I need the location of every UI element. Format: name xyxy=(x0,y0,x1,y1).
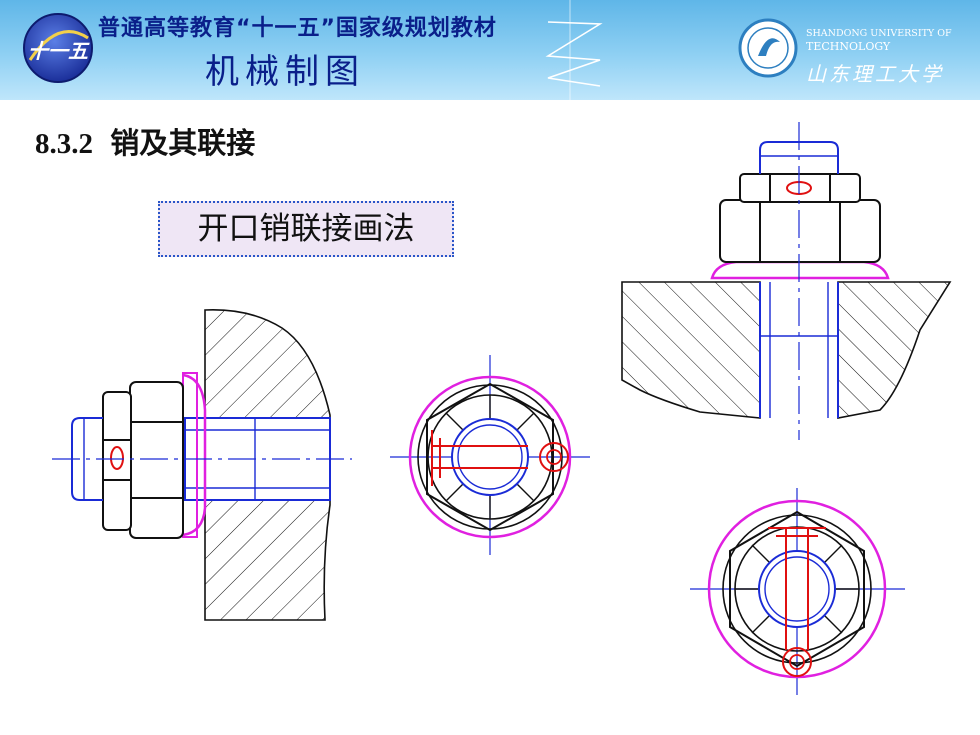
course-title: 机械制图 xyxy=(205,52,365,92)
series-title: 普通高等教育“十一五”国家级规划教材 xyxy=(98,16,497,41)
castle-nut-front xyxy=(719,173,881,263)
washer-circle xyxy=(408,375,572,539)
end-view-right xyxy=(690,488,905,695)
university-name-cn: 山东理工大学 xyxy=(806,62,944,86)
series-logo-icon: 十一五 xyxy=(23,13,93,83)
series-logo-text: 十一五 xyxy=(28,39,90,63)
front-section-view xyxy=(621,122,952,440)
cotter-pin-end-right xyxy=(768,527,826,650)
top-washer xyxy=(710,260,890,280)
plate-section-left xyxy=(621,281,761,419)
cotter-pin-end xyxy=(431,430,528,486)
header-banner: 十一五 普通高等教育“十一五”国家级规划教材 机械制图 SHANDONG UNI… xyxy=(0,0,980,100)
washer xyxy=(182,373,207,537)
cotter-pin-side xyxy=(110,446,124,470)
section-number: 8.3.2 xyxy=(35,128,93,160)
section-title: 8.3.2 销及其联接 xyxy=(35,120,255,162)
castle-nut-side xyxy=(102,381,184,539)
end-view-middle xyxy=(390,355,590,555)
university-emblem-icon xyxy=(738,18,798,78)
university-name-en-line1: SHANDONG UNIVERSITY OF xyxy=(806,28,952,39)
side-section-view xyxy=(52,309,352,621)
university-name-en-line2: TECHNOLOGY xyxy=(806,40,891,53)
plate-section-right xyxy=(837,281,952,419)
cotter-pin-method-label: 开口销联接画法 xyxy=(158,201,454,257)
banner-decoration xyxy=(545,0,603,100)
section-name: 销及其联接 xyxy=(110,128,256,160)
hex-nut-outline xyxy=(426,382,554,532)
bolt-circle xyxy=(451,418,529,496)
